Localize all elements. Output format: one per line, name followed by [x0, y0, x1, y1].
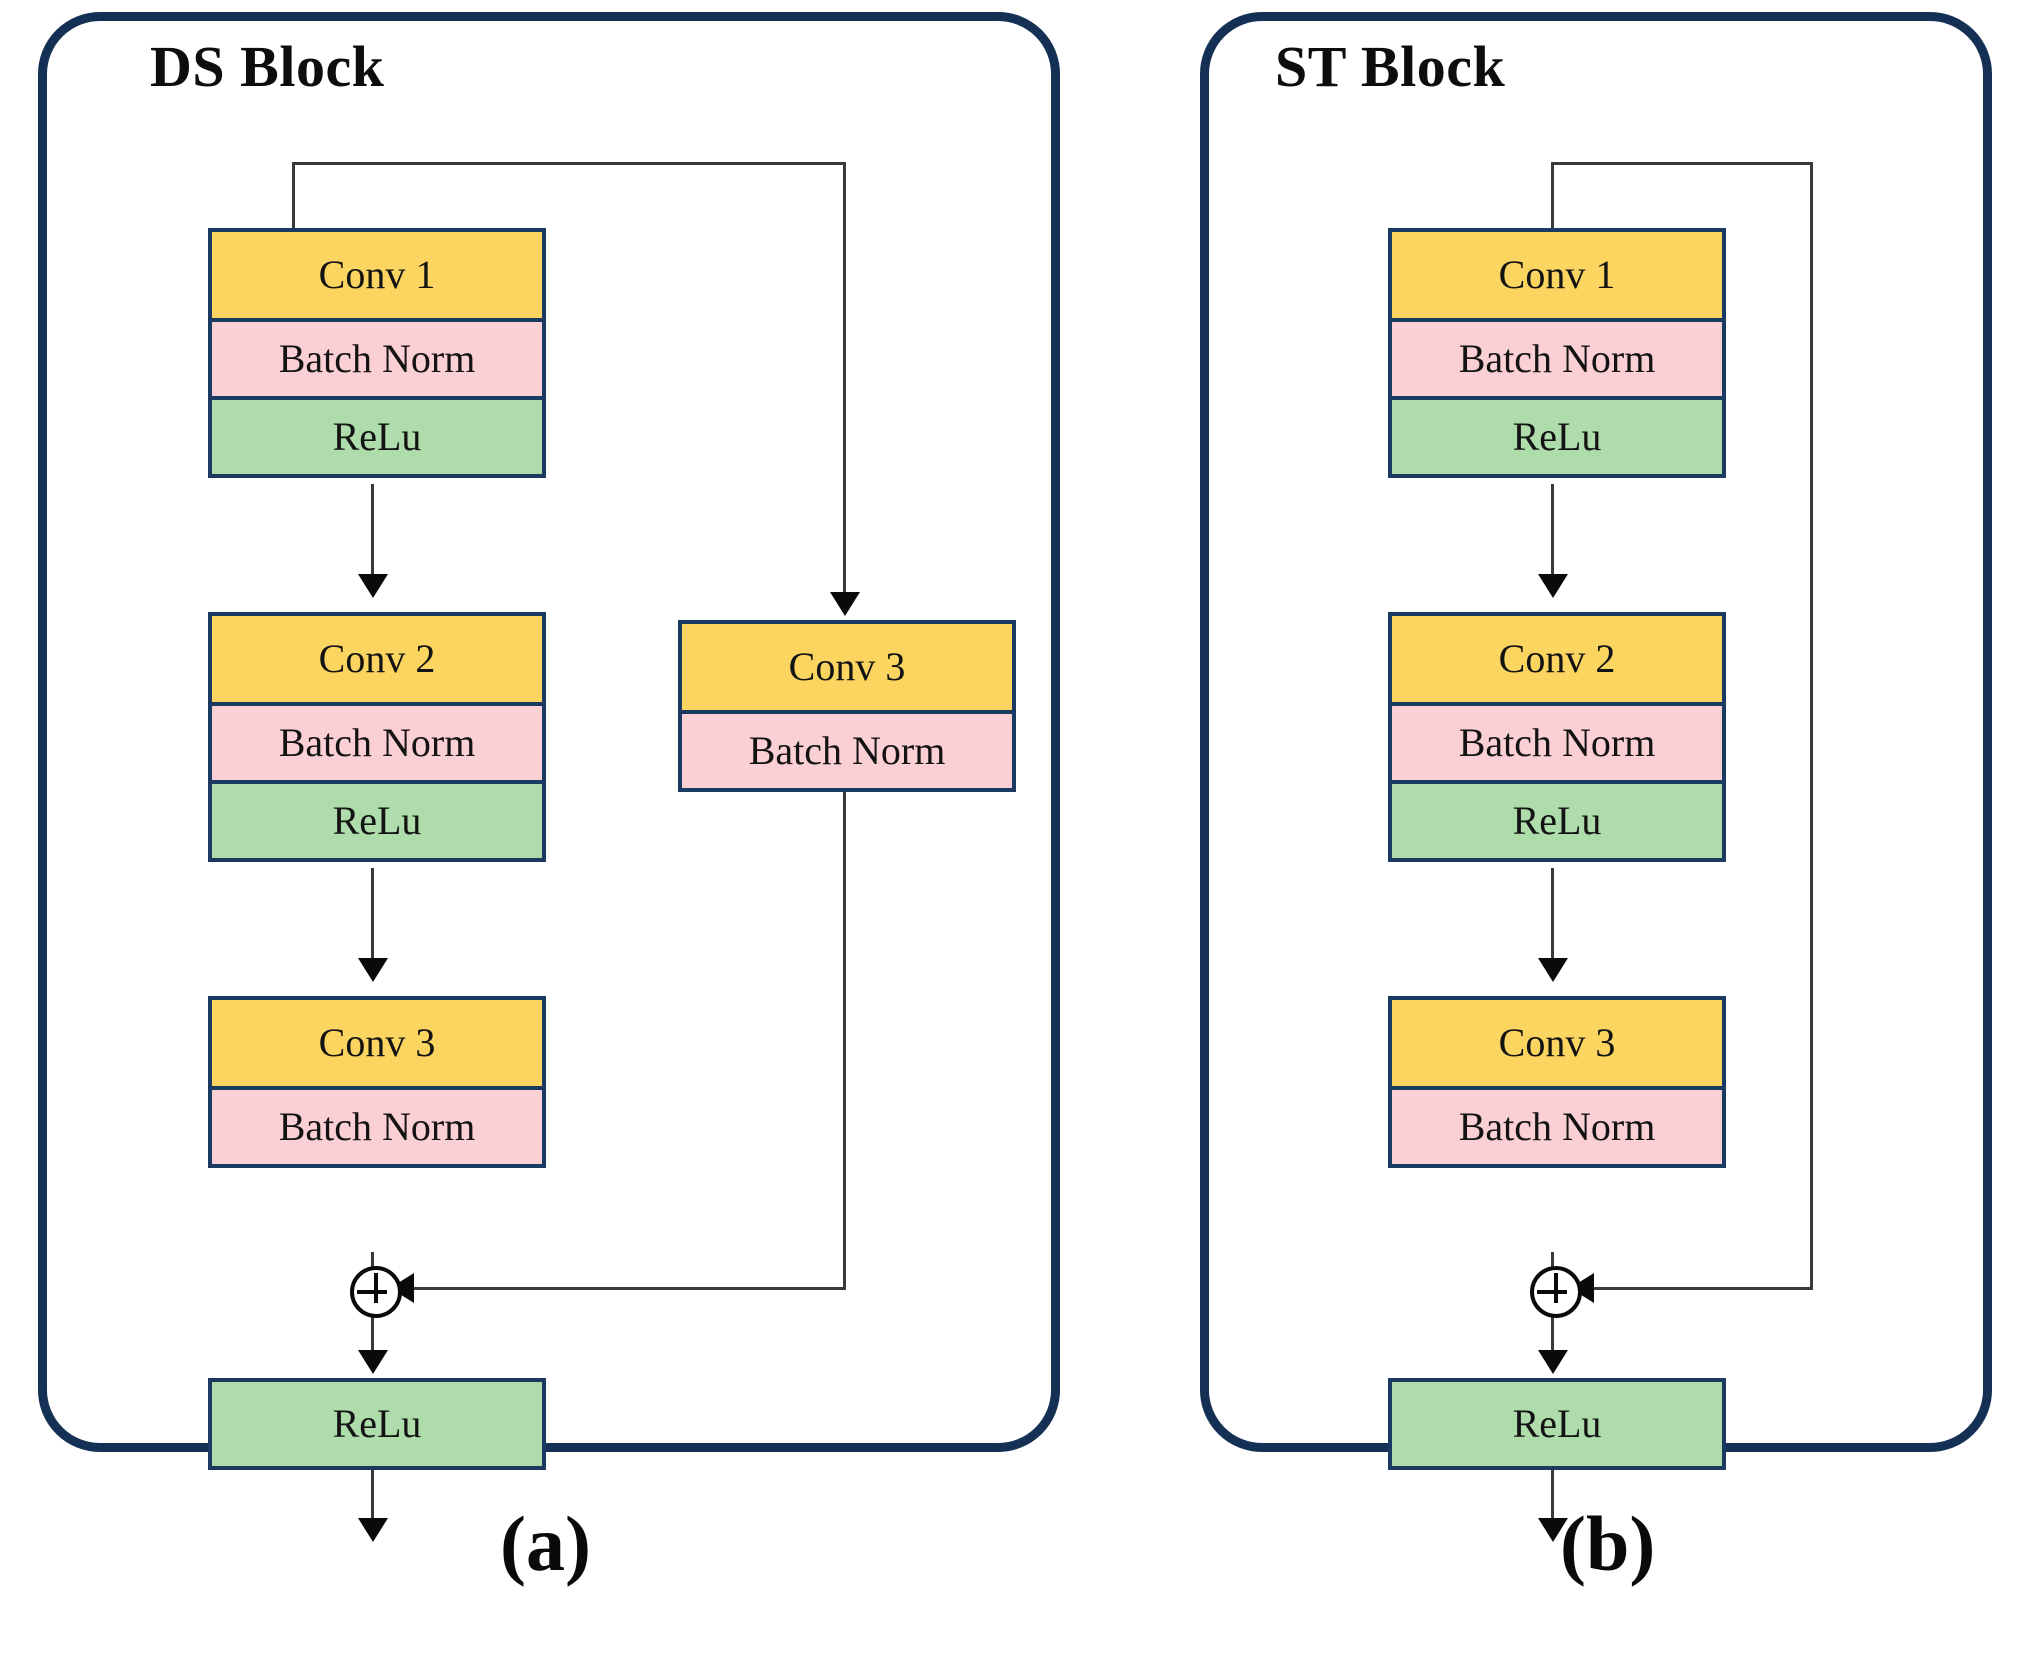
ds-shortcut-arrow: [830, 592, 860, 616]
ds-edge-1-2: [371, 484, 374, 578]
layer-conv: Conv 2: [212, 616, 542, 702]
st-edge-2-3-arrow: [1538, 958, 1568, 982]
ds-shortcut-riser: [292, 162, 295, 228]
layer-batch-norm: Batch Norm: [1392, 318, 1722, 396]
st-shortcut-top: [1551, 162, 1813, 165]
layer-relu: ReLu: [212, 396, 542, 474]
st-add-node: [1530, 1266, 1582, 1318]
layer-relu: ReLu: [212, 1382, 542, 1466]
ds-unit-2: Conv 2 Batch Norm ReLu: [208, 612, 546, 862]
st-edge-1-2-arrow: [1538, 574, 1568, 598]
layer-batch-norm: Batch Norm: [212, 1086, 542, 1164]
st-unit-out: ReLu: [1388, 1378, 1726, 1470]
ds-output-arrow: [358, 1518, 388, 1542]
subfigure-label-b: (b): [1560, 1500, 1656, 1587]
st-edge-add-relu: [1551, 1310, 1554, 1355]
layer-batch-norm: Batch Norm: [682, 710, 1012, 788]
ds-unit-1: Conv 1 Batch Norm ReLu: [208, 228, 546, 478]
layer-relu: ReLu: [212, 780, 542, 858]
layer-conv: Conv 3: [212, 1000, 542, 1086]
st-block-title: ST Block: [1275, 34, 1506, 99]
ds-block-title: DS Block: [150, 34, 385, 99]
st-edge-2-3: [1551, 868, 1554, 962]
layer-conv: Conv 3: [682, 624, 1012, 710]
ds-edge-2-3: [371, 868, 374, 962]
st-unit-3: Conv 3 Batch Norm: [1388, 996, 1726, 1168]
ds-shortcut-return-bottom: [400, 1287, 846, 1290]
layer-relu: ReLu: [1392, 780, 1722, 858]
st-edge-1-2: [1551, 484, 1554, 578]
layer-conv: Conv 1: [212, 232, 542, 318]
st-edge-add-relu-arrow: [1538, 1350, 1568, 1374]
layer-batch-norm: Batch Norm: [212, 318, 542, 396]
ds-edge-2-3-arrow: [358, 958, 388, 982]
layer-relu: ReLu: [1392, 396, 1722, 474]
st-shortcut-return-bottom: [1580, 1287, 1813, 1290]
ds-shortcut-downleg: [843, 162, 846, 612]
ds-edge-add-relu: [371, 1310, 374, 1355]
layer-relu: ReLu: [1392, 1382, 1722, 1466]
st-shortcut-downleg: [1810, 162, 1813, 1289]
st-output-edge: [1551, 1466, 1554, 1524]
ds-shortcut-top: [292, 162, 846, 165]
st-shortcut-riser: [1551, 162, 1554, 228]
ds-add-node: [350, 1266, 402, 1318]
layer-conv: Conv 2: [1392, 616, 1722, 702]
layer-batch-norm: Batch Norm: [1392, 1086, 1722, 1164]
ds-unit-out: ReLu: [208, 1378, 546, 1470]
subfigure-label-a: (a): [500, 1500, 591, 1587]
ds-unit-3: Conv 3 Batch Norm: [208, 996, 546, 1168]
layer-conv: Conv 1: [1392, 232, 1722, 318]
ds-edge-add-relu-arrow: [358, 1350, 388, 1374]
layer-conv: Conv 3: [1392, 1000, 1722, 1086]
ds-shortcut-unit: Conv 3 Batch Norm: [678, 620, 1016, 792]
ds-edge-1-2-arrow: [358, 574, 388, 598]
st-output-arrow: [1538, 1518, 1568, 1542]
st-unit-1: Conv 1 Batch Norm ReLu: [1388, 228, 1726, 478]
ds-shortcut-return-leg: [843, 792, 846, 1289]
layer-batch-norm: Batch Norm: [1392, 702, 1722, 780]
layer-batch-norm: Batch Norm: [212, 702, 542, 780]
st-unit-2: Conv 2 Batch Norm ReLu: [1388, 612, 1726, 862]
ds-output-edge: [371, 1466, 374, 1524]
